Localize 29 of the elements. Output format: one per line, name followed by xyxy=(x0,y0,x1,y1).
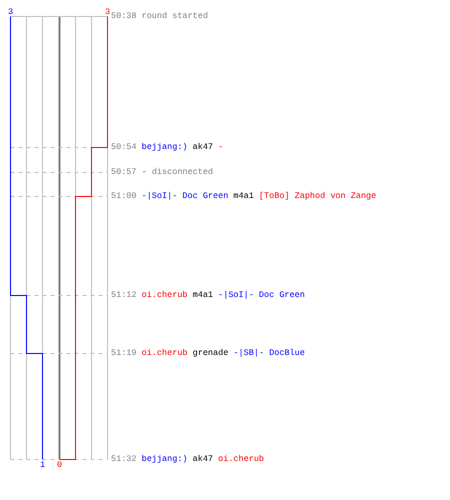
time-label: 50:57 xyxy=(111,167,137,177)
player-name: [ToBo] Zaphod von Zange xyxy=(258,191,376,201)
player-name: oi.cherub xyxy=(218,454,264,464)
weapon-name: grenade xyxy=(192,348,228,358)
time-label: 51:32 xyxy=(111,454,137,464)
event-text: round started xyxy=(142,11,208,21)
player-name: bejjang:) xyxy=(142,454,188,464)
player-name: -|SoI|- Doc Green xyxy=(218,290,305,300)
time-label: 51:00 xyxy=(111,191,137,201)
player-name: -|SB|- DocBlue xyxy=(233,348,305,358)
count-label: 3 xyxy=(104,8,110,16)
event-text: disconnected xyxy=(152,167,214,177)
time-label: 51:12 xyxy=(111,290,137,300)
player-name: - xyxy=(218,142,224,152)
time-label: 51:19 xyxy=(111,348,137,358)
weapon-name: ak47 xyxy=(192,454,214,464)
player-name: - xyxy=(142,167,147,177)
weapon-name: m4a1 xyxy=(233,191,254,201)
player-name: bejjang:) xyxy=(142,142,188,152)
weapon-name: m4a1 xyxy=(192,290,214,300)
weapon-name: ak47 xyxy=(192,142,214,152)
count-label: 0 xyxy=(56,461,62,469)
count-label: 1 xyxy=(40,461,46,469)
time-label: 50:54 xyxy=(111,142,137,152)
time-label: 50:38 xyxy=(111,11,137,21)
player-name: oi.cherub xyxy=(142,348,188,358)
count-label: 3 xyxy=(8,8,14,16)
player-name: oi.cherub xyxy=(142,290,188,300)
player-name: -|SoI|- Doc Green xyxy=(142,191,228,201)
